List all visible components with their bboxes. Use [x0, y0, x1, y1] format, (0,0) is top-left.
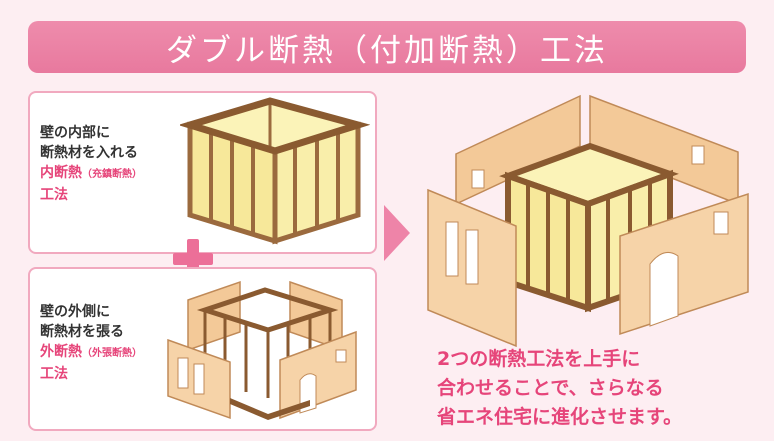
outer-method-line: 外断熱（外張断熱） — [40, 342, 142, 364]
result-description: 2つの断熱工法を上手に 合わせることで、さらなる 省エネ住宅に進化させます。 — [437, 345, 682, 432]
outer-line-2: 断熱材を張る — [40, 324, 124, 340]
inner-insulation-description: 壁の内部に 断熱材を入れる 内断熱（充鎮断熱） 工法 — [40, 123, 142, 205]
inner-method-label: 内断熱 — [40, 165, 82, 181]
outer-method-label: 外断熱 — [40, 344, 82, 360]
double-insulation-house-illustration — [427, 94, 749, 348]
inner-line-4: 工法 — [40, 187, 68, 203]
inner-method-note: （充鎮断熱） — [82, 169, 142, 180]
title-banner: ダブル断熱（付加断熱）工法 — [28, 21, 746, 73]
outer-method-note: （外張断熱） — [82, 348, 142, 359]
arrow-icon — [384, 205, 410, 261]
inner-line-2: 断熱材を入れる — [40, 145, 138, 161]
result-line-2: 合わせることで、さらなる — [437, 377, 664, 399]
result-line-1: 2つの断熱工法を上手に — [437, 348, 641, 370]
outer-line-4: 工法 — [40, 366, 68, 382]
outer-insulation-description: 壁の外側に 断熱材を張る 外断熱（外張断熱） 工法 — [40, 302, 142, 384]
inner-insulation-frame-illustration — [180, 97, 370, 245]
title-text: ダブル断熱（付加断熱）工法 — [166, 32, 608, 69]
result-line-3: 省エネ住宅に進化させます。 — [437, 406, 683, 428]
inner-method-line: 内断熱（充鎮断熱） — [40, 163, 142, 185]
outer-line-1: 壁の外側に — [40, 304, 110, 320]
inner-line-1: 壁の内部に — [40, 125, 110, 141]
outer-insulation-panels-illustration — [167, 280, 357, 420]
